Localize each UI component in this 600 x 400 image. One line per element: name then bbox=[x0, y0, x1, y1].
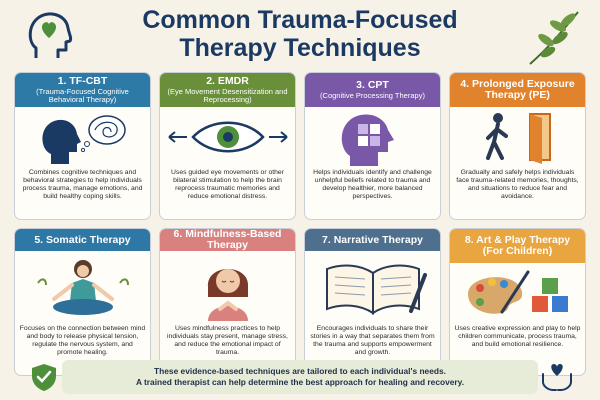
card-description: Encourages individuals to share their st… bbox=[310, 325, 435, 356]
card-description: Helps individuals identify and challenge… bbox=[313, 169, 432, 200]
card-title: 2. EMDR bbox=[206, 74, 249, 87]
head-heart-icon bbox=[28, 12, 73, 58]
card-header: 5. Somatic Therapy bbox=[15, 229, 150, 251]
card-header: 4. Prolonged Exposure Therapy (PE) bbox=[450, 73, 585, 107]
card-header: 7. Narrative Therapy bbox=[305, 229, 440, 251]
card-narrative: 7. Narrative Therapy Encourages individu… bbox=[304, 228, 441, 376]
card-title: 3. CPT bbox=[356, 78, 389, 91]
card-title: 8. Art & Play Therapy (For Children) bbox=[464, 234, 571, 257]
card-title: 7. Narrative Therapy bbox=[322, 233, 423, 246]
technique-grid: 1. TF-CBT (Trauma-Focused Cognitive Beha… bbox=[14, 72, 586, 378]
card-title: 1. TF-CBT bbox=[57, 74, 108, 87]
paint-palette-blocks-icon bbox=[467, 270, 568, 314]
card-title: 6. Mindfulness-Based Therapy bbox=[173, 228, 282, 251]
title-line-1: Common Trauma-Focused bbox=[142, 6, 458, 34]
head-thoughts-icon bbox=[41, 115, 126, 164]
card-cpt: 3. CPT (Cognitive Processing Therapy) He… bbox=[304, 72, 441, 220]
card-subtitle: (Cognitive Processing Therapy) bbox=[320, 90, 425, 100]
leaf-branch-icon bbox=[529, 11, 579, 65]
hands-heart-icon bbox=[542, 364, 572, 391]
card-emdr: 2. EMDR (Eye Movement Desensitization an… bbox=[159, 72, 296, 220]
card-mindfulness: 6. Mindfulness-Based Therapy Uses mindfu… bbox=[159, 228, 296, 376]
card-subtitle: (Eye Movement Desensitization and Reproc… bbox=[167, 86, 288, 104]
card-description: Gradually and safely helps individuals f… bbox=[456, 169, 579, 200]
card-art-play: 8. Art & Play Therapy (For Children) Use… bbox=[449, 228, 586, 376]
mindful-woman-icon bbox=[207, 269, 248, 321]
card-header: 2. EMDR (Eye Movement Desensitization an… bbox=[160, 73, 295, 107]
person-door-icon bbox=[485, 113, 551, 164]
eye-icon bbox=[167, 121, 288, 153]
meditation-icon bbox=[36, 260, 129, 315]
page-title: Common Trauma-Focused Therapy Techniques bbox=[0, 6, 600, 62]
title-line-2: Therapy Techniques bbox=[179, 34, 421, 62]
card-title: 5. Somatic Therapy bbox=[34, 233, 131, 246]
head-puzzle-icon bbox=[341, 114, 394, 166]
card-pe: 4. Prolonged Exposure Therapy (PE) Gradu… bbox=[449, 72, 586, 220]
open-book-pen-icon bbox=[325, 264, 427, 315]
card-header: 6. Mindfulness-Based Therapy bbox=[160, 229, 295, 251]
shield-check-icon bbox=[32, 364, 56, 391]
card-description: Uses guided eye movements or other bilat… bbox=[171, 169, 284, 200]
card-somatic: 5. Somatic Therapy Focuses on the connec… bbox=[14, 228, 151, 376]
card-title: 4. Prolonged Exposure Therapy (PE) bbox=[460, 78, 575, 101]
card-description: Combines cognitive techniques and behavi… bbox=[22, 169, 143, 200]
footer-line-2: A trained therapist can help determine t… bbox=[135, 377, 465, 387]
card-tf-cbt: 1. TF-CBT (Trauma-Focused Cognitive Beha… bbox=[14, 72, 151, 220]
footer-line-1: These evidence-based techniques are tail… bbox=[154, 366, 446, 376]
card-description: Uses mindfulness practices to help indiv… bbox=[167, 325, 288, 356]
card-header: 1. TF-CBT (Trauma-Focused Cognitive Beha… bbox=[15, 73, 150, 107]
footer-note: These evidence-based techniques are tail… bbox=[62, 360, 538, 394]
card-description: Uses creative expression and play to hel… bbox=[454, 325, 581, 348]
card-header: 3. CPT (Cognitive Processing Therapy) bbox=[305, 73, 440, 107]
card-header: 8. Art & Play Therapy (For Children) bbox=[450, 229, 585, 263]
card-description: Focuses on the connection between mind a… bbox=[19, 325, 146, 356]
card-subtitle: (Trauma-Focused Cognitive Behavioral The… bbox=[36, 86, 129, 104]
